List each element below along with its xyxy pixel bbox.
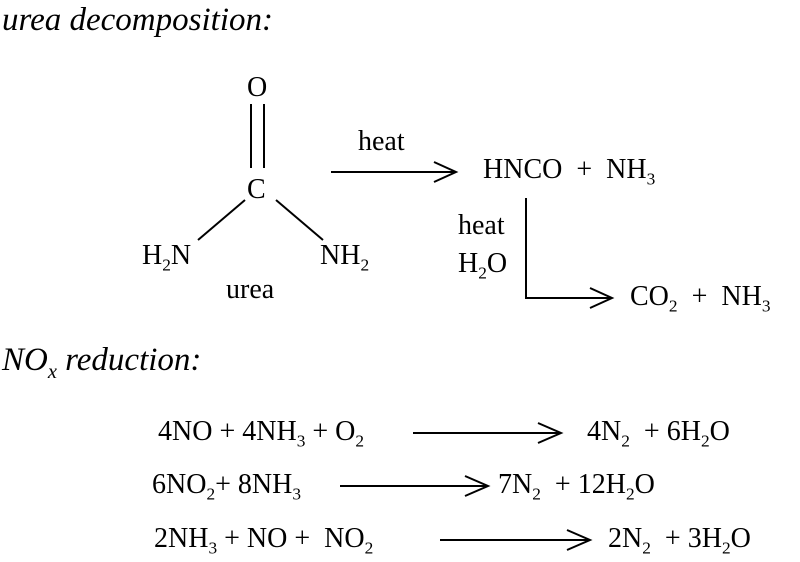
reaction-1-rhs-segment: O — [709, 416, 730, 447]
reaction-1-rhs-segment: 4N — [587, 416, 622, 447]
reaction-2-rhs-segment: 7N — [498, 469, 533, 500]
reaction-3-reactants: 2NH3 + NO + NO2 — [154, 523, 373, 557]
reaction-2-lhs-segment: 6NO — [152, 469, 207, 500]
reaction-3-rhs-segment: 2 — [721, 538, 731, 558]
reaction-2-lhs-segment: 3 — [292, 484, 302, 504]
urea-label: urea — [226, 274, 275, 305]
reaction-2-rhs-segment: O — [634, 469, 655, 500]
hnco-to-co2-arrow — [525, 198, 615, 309]
reaction-1-lhs-segment: + O — [305, 416, 356, 447]
reaction-3-arrow — [440, 529, 593, 551]
reaction-2-lhs-segment: 2 — [206, 484, 216, 504]
reaction-3-rhs-segment: 2 — [642, 538, 651, 558]
reaction-2-products: 7N2 + 12H2O — [498, 469, 655, 503]
reaction-1-rhs-segment: + 6H — [629, 416, 701, 447]
reaction-1-rhs-segment: 2 — [700, 431, 710, 451]
reaction-3-lhs-segment: 2 — [364, 538, 374, 558]
step2-products: CO2 + NH3 — [630, 281, 771, 316]
reaction-3-lhs-segment: 3 — [208, 538, 218, 558]
reaction-3-lhs-segment: 2NH — [154, 523, 209, 554]
reaction-3-rhs-segment: 2N — [608, 523, 643, 554]
reaction-2-lhs-segment: + 8NH — [215, 469, 293, 500]
reaction-1-lhs-segment: 4NO + 4NH — [158, 416, 297, 447]
urea-h2n-group: H2N — [142, 240, 192, 275]
urea-carbon: C — [247, 174, 266, 205]
step2-condition-water: H2O — [458, 248, 508, 283]
step2-condition-heat: heat — [458, 210, 505, 241]
urea-oxygen: O — [247, 72, 268, 103]
reaction-1-products: 4N2 + 6H2O — [587, 416, 730, 450]
reaction-3-rhs-segment: O — [730, 523, 751, 554]
reaction-2-arrow — [340, 475, 491, 497]
reaction-2-reactants: 6NO2+ 8NH3 — [152, 469, 301, 503]
reaction-2-rhs-segment: + 12H — [540, 469, 626, 500]
reaction-1-rhs-segment: 2 — [621, 431, 630, 451]
c-n-bond-right — [275, 199, 324, 241]
reaction-1-arrow — [413, 422, 564, 444]
urea-to-hnco-arrow — [331, 161, 459, 183]
reaction-3-lhs-segment: + NO + NO — [217, 523, 365, 554]
reaction-1-reactants: 4NO + 4NH3 + O2 — [158, 416, 364, 450]
urea-nh2-group: NH2 — [320, 240, 370, 275]
reaction-2-rhs-segment: 2 — [625, 484, 635, 504]
step1-condition-heat: heat — [358, 126, 405, 157]
nox-reduction-heading: NOx reduction: — [2, 342, 202, 383]
reaction-2-rhs-segment: 2 — [532, 484, 541, 504]
reaction-1-lhs-segment: 2 — [355, 431, 365, 451]
urea-decomposition-heading: urea decomposition: — [2, 2, 273, 38]
c-n-bond-left — [197, 199, 246, 241]
reaction-1-lhs-segment: 3 — [296, 431, 306, 451]
reaction-3-products: 2N2 + 3H2O — [608, 523, 751, 557]
step1-products: HNCO + NH3 — [483, 154, 656, 189]
reaction-3-rhs-segment: + 3H — [650, 523, 722, 554]
